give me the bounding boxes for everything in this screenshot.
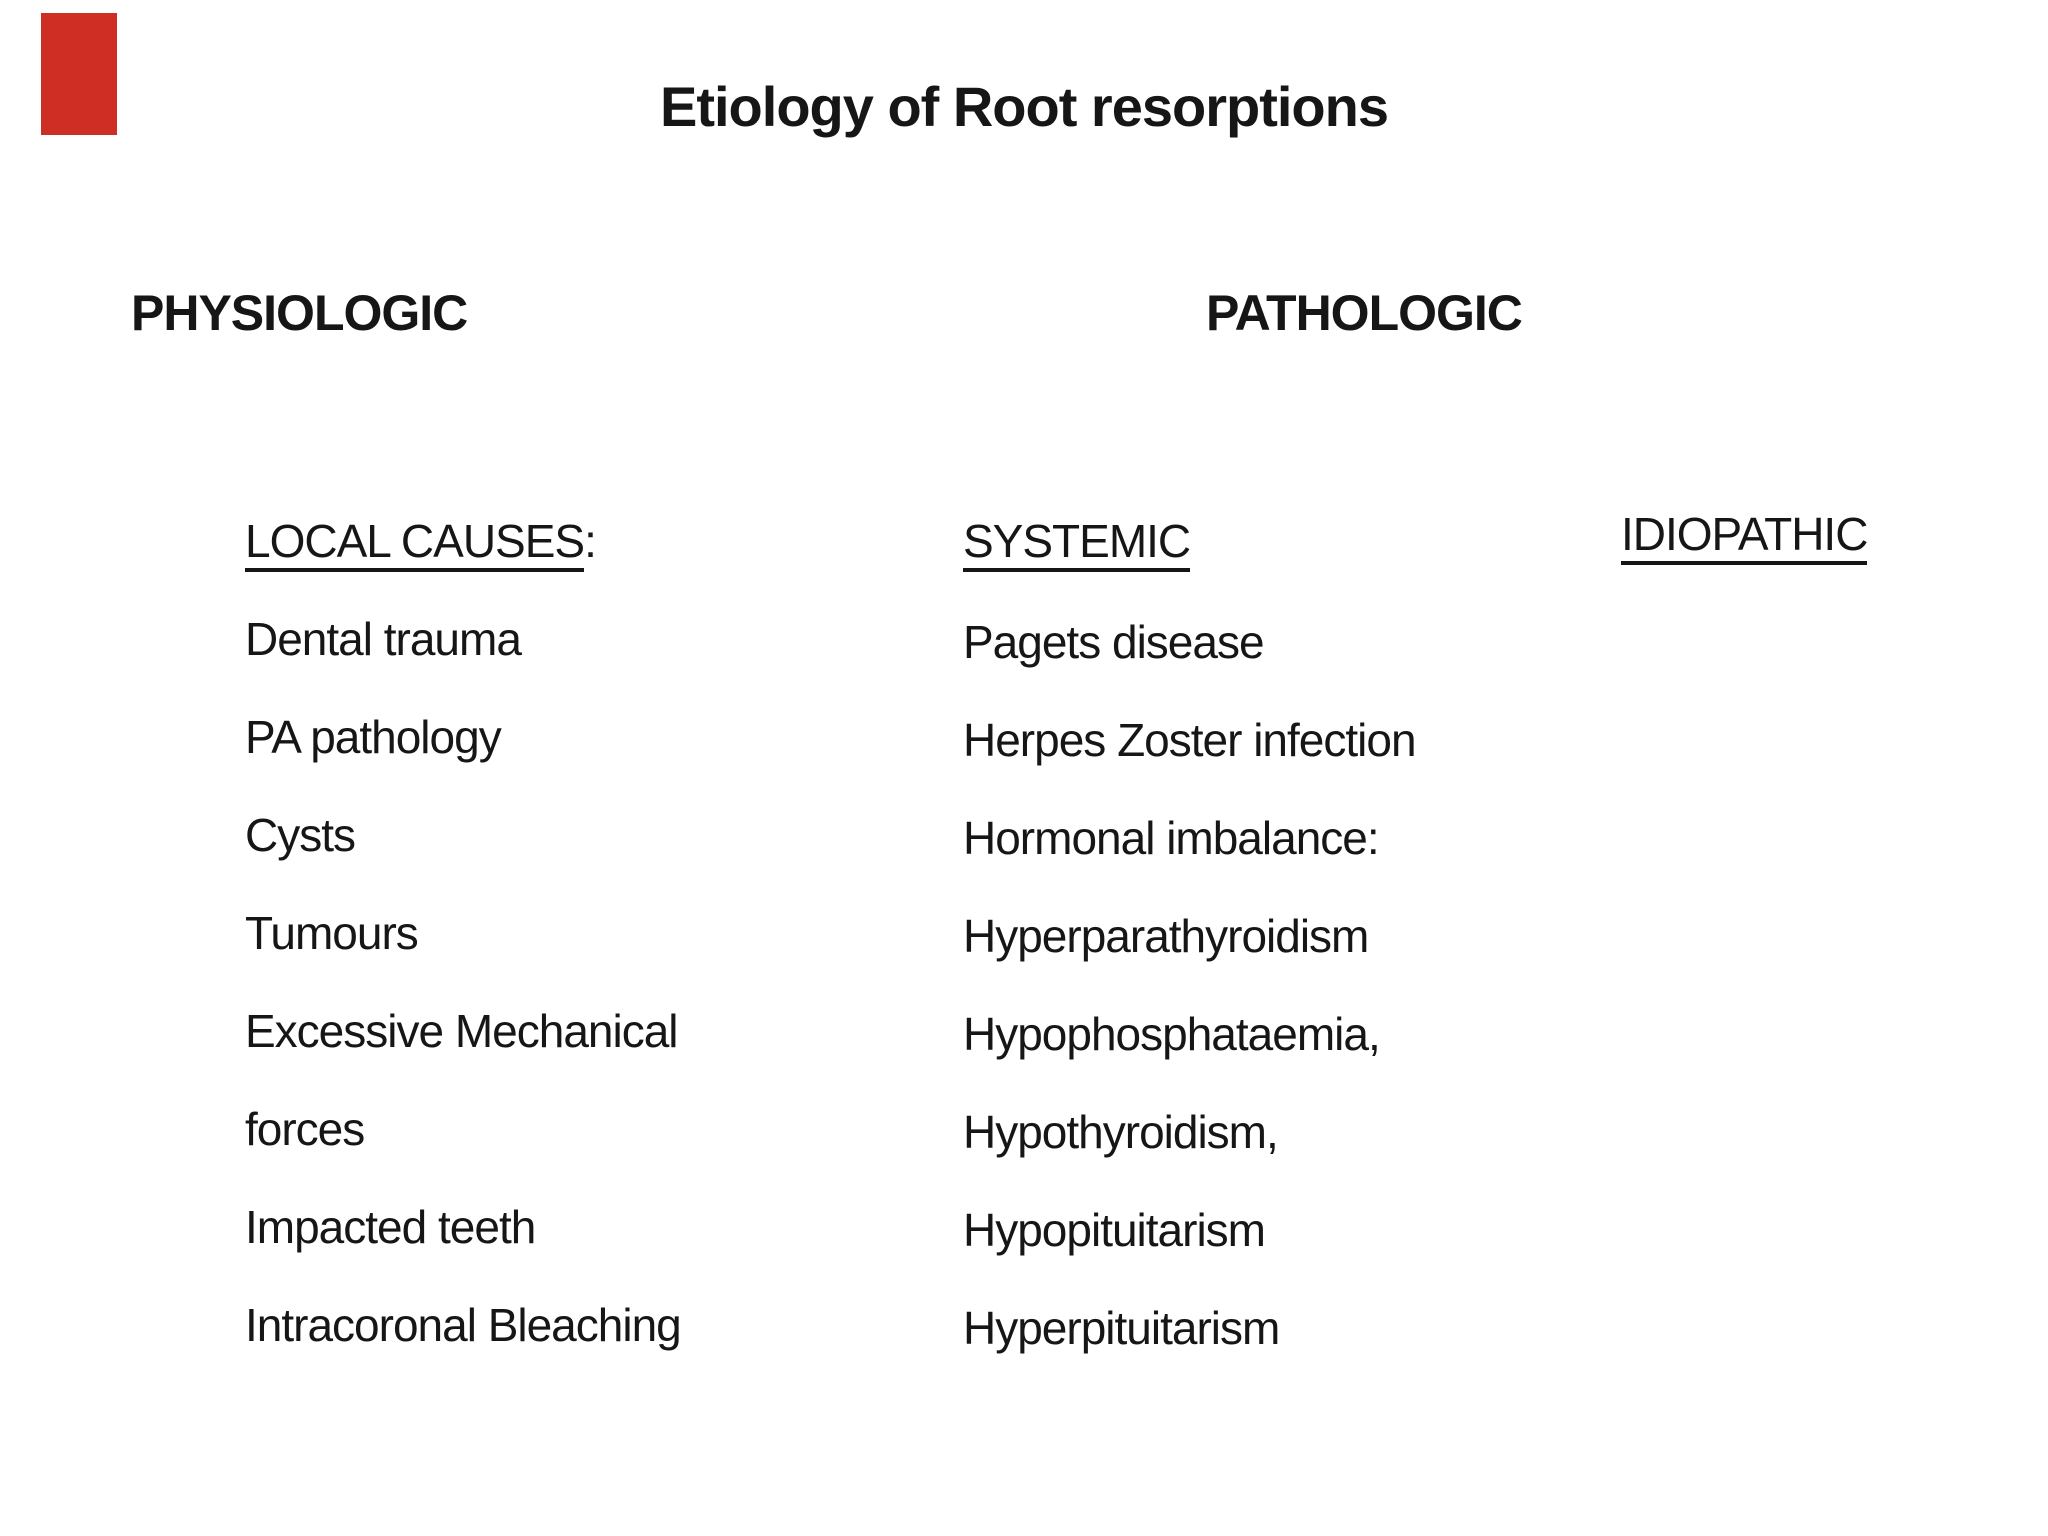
column-header-systemic: SYSTEMIC	[963, 518, 1191, 572]
list-item: Herpes Zoster infection	[963, 714, 1417, 766]
column-header-local-causes: LOCAL CAUSES:	[245, 515, 597, 572]
section-heading-pathologic: PATHOLOGIC	[1206, 285, 1523, 341]
column-header-local-causes-colon: :	[584, 515, 597, 567]
list-item: Impacted teeth	[245, 1201, 536, 1253]
list-item: Pagets disease	[963, 616, 1265, 668]
column-header-systemic-text: SYSTEMIC	[963, 518, 1191, 572]
column-header-idiopathic-text: IDIOPATHIC	[1621, 511, 1868, 565]
list-item: Hypothyroidism,	[963, 1106, 1279, 1158]
list-item: Intracoronal Bleaching	[245, 1299, 682, 1351]
list-item: forces	[245, 1103, 365, 1155]
list-item: Hormonal imbalance:	[963, 812, 1380, 864]
list-item: PA pathology	[245, 711, 502, 763]
list-item: Hypophosphataemia,	[963, 1008, 1381, 1060]
save-ribbon[interactable]	[41, 13, 117, 135]
column-header-local-causes-text: LOCAL CAUSES	[245, 518, 585, 572]
column-header-idiopathic: IDIOPATHIC	[1621, 511, 1868, 565]
slide-title: Etiology of Root resorptions	[660, 75, 1389, 138]
list-item: Tumours	[245, 907, 419, 959]
list-item: Hyperparathyroidism	[963, 910, 1369, 962]
list-item: Hyperpituitarism	[963, 1302, 1280, 1354]
list-item: Cysts	[245, 809, 356, 861]
section-heading-physiologic: PHYSIOLOGIC	[131, 285, 468, 341]
list-item: Hypopituitarism	[963, 1204, 1266, 1256]
list-item: Dental trauma	[245, 613, 522, 665]
list-item: Excessive Mechanical	[245, 1005, 679, 1057]
